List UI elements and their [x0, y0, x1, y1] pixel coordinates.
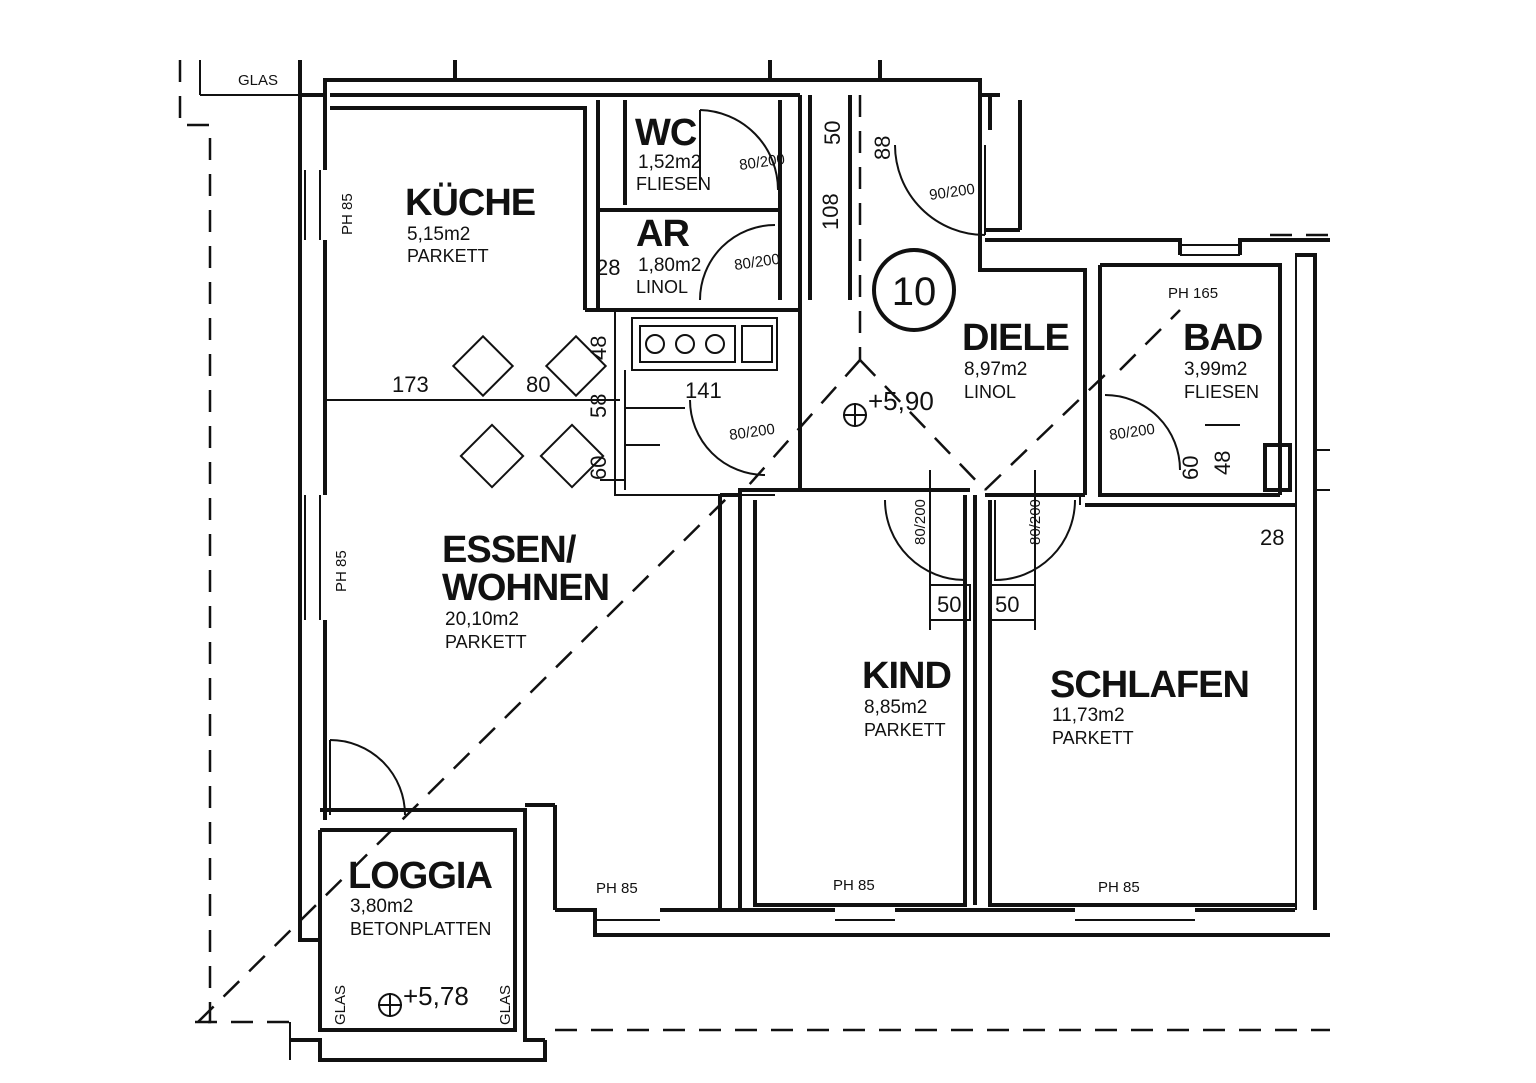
room-floor: LINOL — [964, 382, 1016, 402]
room-area: 20,10m2 — [445, 609, 519, 630]
dim-50b: 50 — [995, 592, 1019, 617]
furniture-chairs — [451, 334, 608, 489]
dim-58: 58 — [586, 394, 611, 418]
room-kueche: KÜCHE 5,15m2 PARKETT — [405, 181, 536, 266]
dim-60b: 60 — [1178, 456, 1203, 480]
room-floor: PARKETT — [407, 246, 489, 266]
room-ar: AR 1,80m2 LINOL — [636, 213, 701, 297]
room-bad: BAD 3,99m2 FLIESEN — [1183, 317, 1263, 402]
room-essen-wohnen: ESSEN/ WOHNEN 20,10m2 PARKETT — [442, 529, 610, 652]
room-floor: PARKETT — [1052, 728, 1134, 748]
room-name: LOGGIA — [348, 855, 492, 897]
door-label-kueche: 80/200 — [728, 421, 776, 444]
dimensions: 173 80 141 108 50 88 58 48 60 60 48 28 2… — [392, 121, 1284, 630]
level-label-loggia: +5,78 — [403, 981, 469, 1011]
room-diele: DIELE 8,97m2 LINOL — [962, 317, 1070, 402]
room-floor: FLIESEN — [636, 174, 711, 194]
door-labels: 80/200 80/200 90/200 80/200 80/200 80/20… — [728, 151, 1156, 545]
glass-labels: GLAS GLAS GLAS — [238, 72, 514, 1025]
room-name: DIELE — [962, 317, 1069, 359]
dim-80: 80 — [526, 372, 550, 397]
dim-50-top: 50 — [820, 121, 845, 145]
room-floor: BETONPLATTEN — [350, 919, 491, 939]
room-name: WC — [635, 112, 697, 154]
room-name: SCHLAFEN — [1050, 664, 1249, 706]
door-label-diele: 90/200 — [928, 181, 976, 204]
room-loggia: LOGGIA 3,80m2 BETONPLATTEN — [348, 855, 493, 939]
glass-label-loggia-right: GLAS — [497, 985, 514, 1025]
unit-number-circle — [872, 248, 956, 332]
dim-60a: 60 — [586, 456, 611, 480]
sill-label-essen-bottom: PH 85 — [596, 880, 638, 897]
doors — [329, 109, 1181, 816]
dim-108: 108 — [818, 193, 843, 230]
room-area: 1,80m2 — [638, 255, 701, 276]
dim-28b: 28 — [1260, 525, 1284, 550]
dim-50a: 50 — [937, 592, 961, 617]
sill-label-kind: PH 85 — [833, 877, 875, 894]
glass-label-top: GLAS — [238, 72, 278, 89]
diagonal-dashed-lines — [197, 95, 1181, 1023]
dim-141: 141 — [685, 378, 722, 403]
room-name-line1: ESSEN/ — [442, 529, 577, 571]
level-marker-diele — [843, 403, 867, 427]
door-label-bad: 80/200 — [1108, 421, 1156, 444]
room-name: AR — [636, 213, 689, 255]
door-label-kind: 80/200 — [912, 499, 929, 545]
sill-label-essen-left: PH 85 — [333, 550, 350, 592]
room-kind: KIND 8,85m2 PARKETT — [862, 655, 952, 740]
room-floor: PARKETT — [864, 720, 946, 740]
dim-48a: 48 — [586, 336, 611, 360]
door-label-ar: 80/200 — [733, 251, 781, 274]
glass-label-loggia-left: GLAS — [332, 985, 349, 1025]
room-area: 8,85m2 — [864, 697, 927, 718]
room-name: BAD — [1183, 317, 1262, 359]
walls — [199, 60, 1330, 1062]
dim-88: 88 — [870, 136, 895, 160]
room-area: 5,15m2 — [407, 224, 470, 245]
door-label-wc: 80/200 — [738, 151, 786, 174]
room-name-line2: WOHNEN — [442, 567, 609, 609]
room-area: 8,97m2 — [964, 359, 1027, 380]
room-area: 3,99m2 — [1184, 359, 1247, 380]
room-name: KIND — [862, 655, 951, 697]
room-floor: FLIESEN — [1184, 382, 1259, 402]
dim-173: 173 — [392, 372, 429, 397]
outer-dashed-boundary — [178, 60, 1330, 1032]
room-floor: PARKETT — [445, 632, 527, 652]
sill-label-kueche: PH 85 — [339, 193, 356, 235]
room-schlafen: SCHLAFEN 11,73m2 PARKETT — [1050, 664, 1250, 748]
room-wc: WC 1,52m2 FLIESEN — [635, 112, 711, 194]
level-marker-loggia — [378, 993, 402, 1017]
unit-number: 10 — [892, 270, 937, 314]
door-label-schlafen: 80/200 — [1027, 499, 1044, 545]
room-name: KÜCHE — [405, 181, 535, 224]
sill-labels: PH 85 PH 85 PH 85 PH 85 PH 85 PH 165 — [333, 193, 1218, 897]
sill-label-schlafen: PH 85 — [1098, 879, 1140, 896]
dim-48b: 48 — [1210, 451, 1235, 475]
room-area: 11,73m2 — [1052, 705, 1125, 726]
room-area: 3,80m2 — [350, 896, 413, 917]
dim-28a: 28 — [596, 255, 620, 280]
room-area: 1,52m2 — [638, 152, 701, 173]
sill-label-bad: PH 165 — [1168, 285, 1218, 302]
room-floor: LINOL — [636, 277, 688, 297]
level-label-diele: +5,90 — [868, 386, 934, 416]
